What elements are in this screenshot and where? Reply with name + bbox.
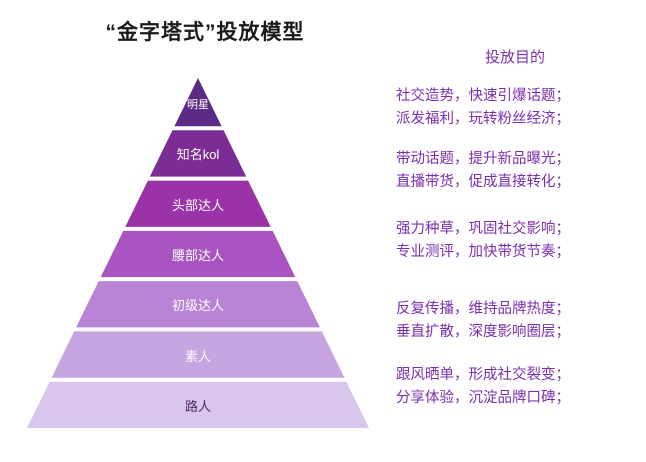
purpose-line: 强力种草，巩固社交影响；	[396, 221, 570, 237]
purpose-line: 分享体验，沉淀品牌口碑；	[396, 390, 570, 406]
purpose-group-2: 带动话题，提升新品曝光； 直播带货，促成直接转化；	[396, 148, 636, 194]
pyramid-layer-1	[174, 78, 222, 127]
purposes-heading: 投放目的	[484, 49, 545, 66]
purpose-group-1: 社交造势，快速引爆话题； 派发福利，玩转粉丝经济；	[396, 85, 636, 131]
purpose-line: 专业测评，加快带货节奏；	[396, 244, 570, 260]
purpose-line: 跟风晒单，形成社交裂变；	[396, 367, 570, 383]
pyramid-layer-3	[125, 180, 271, 227]
purpose-group-4: 反复传播，维持品牌热度； 垂直扩散，深度影响圈层；	[396, 298, 636, 344]
purpose-line: 反复传播，维持品牌热度；	[396, 301, 570, 317]
pyramid-layer-4	[100, 230, 296, 278]
pyramid-svg	[26, 78, 370, 428]
purpose-line: 派发福利，玩转粉丝经济；	[396, 111, 570, 127]
pyramid-layer-7	[26, 381, 370, 428]
pyramid-layer-6	[51, 331, 345, 378]
purpose-group-5: 跟风晒单，形成社交裂变； 分享体验，沉淀品牌口碑；	[396, 364, 636, 410]
purpose-line: 直播带货，促成直接转化；	[396, 174, 570, 190]
page-title: “金字塔式”投放模型	[105, 21, 305, 44]
purpose-line: 社交造势，快速引爆话题；	[396, 88, 570, 104]
pyramid-layer-2	[149, 130, 247, 177]
purpose-group-3: 强力种草，巩固社交影响； 专业测评，加快带货节奏；	[396, 218, 636, 264]
purpose-line: 垂直扩散，深度影响圈层；	[396, 324, 570, 340]
purpose-line: 带动话题，提升新品曝光；	[396, 151, 570, 167]
pyramid-layer-5	[76, 281, 320, 328]
